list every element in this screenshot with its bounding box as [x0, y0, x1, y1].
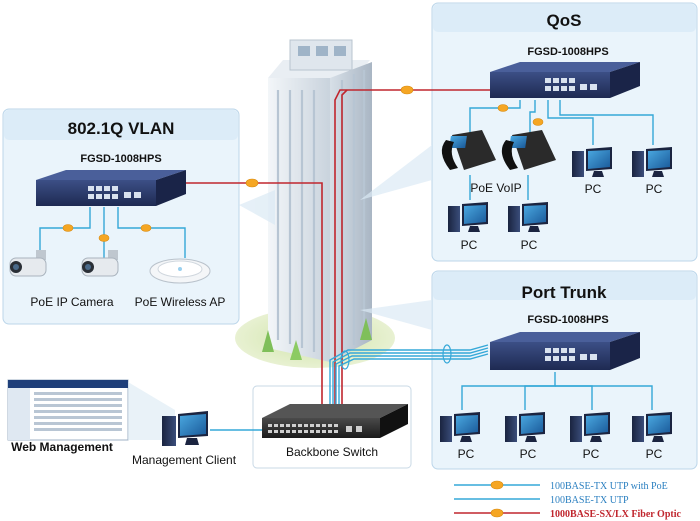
qos-pc-label: PC	[646, 182, 663, 196]
legend-utp-label: 100BASE-TX UTP	[550, 495, 629, 506]
poe-badge-icon	[98, 234, 110, 242]
legend-fiber-label: 1000BASE-SX/LX Fiber Optic	[550, 509, 681, 520]
trunk-bundle-markers	[340, 344, 452, 370]
building-tower	[235, 39, 395, 368]
fiber-badge-icon	[490, 508, 504, 518]
poe-badge-icon	[400, 85, 414, 95]
trunk-pc-label: PC	[520, 447, 537, 461]
qos-pc-label: PC	[521, 238, 538, 252]
pc-icon	[448, 202, 488, 232]
management-client-icon	[162, 411, 208, 446]
ip-camera-icon	[9, 250, 47, 277]
backbone-switch-label: Backbone Switch	[286, 445, 378, 459]
vlan-model-label: FGSD-1008HPS	[80, 153, 161, 165]
light-beams	[239, 145, 432, 330]
backbone-switch: Backbone Switch	[262, 404, 408, 459]
trunk-switch: FGSD-1008HPS	[490, 314, 640, 370]
poe-badges	[62, 85, 544, 242]
voip-phone-icon	[501, 130, 556, 170]
legend-item-poe: 100BASE-TX UTP with PoE	[454, 480, 668, 492]
wireless-ap-icon	[149, 258, 211, 284]
poe-badge-icon	[497, 104, 509, 112]
pc-icon	[570, 412, 610, 442]
voip-phone-icon	[441, 130, 496, 170]
poe-badge-icon	[490, 480, 504, 490]
vlan-camera-label: PoE IP Camera	[30, 295, 113, 309]
qos-voip-label: PoE VoIP	[470, 181, 521, 195]
qos-pc-label: PC	[461, 238, 478, 252]
pc-icon	[632, 147, 672, 177]
vlan-ap-label: PoE Wireless AP	[135, 295, 226, 309]
legend: 100BASE-TX UTP with PoE 100BASE-TX UTP 1…	[454, 480, 681, 520]
web-management-label: Web Management	[11, 440, 113, 454]
ip-camera-icon	[81, 250, 119, 277]
web-management-screenshot	[7, 379, 129, 441]
poe-badge-icon	[245, 178, 259, 188]
vlan-title: 802.1Q VLAN	[68, 119, 175, 138]
qos-pc-label: PC	[585, 182, 602, 196]
legend-item-fiber: 1000BASE-SX/LX Fiber Optic	[454, 508, 681, 520]
trunk-pc-label: PC	[583, 447, 600, 461]
poe-badge-icon	[532, 118, 544, 126]
fiber-links	[175, 89, 497, 405]
trunk-pc-label: PC	[646, 447, 663, 461]
management-client-label: Management Client	[132, 453, 237, 467]
vlan-panel: 802.1Q VLAN	[2, 108, 240, 325]
qos-model-label: FGSD-1008HPS	[527, 46, 608, 58]
pc-icon	[508, 202, 548, 232]
vlan-switch: FGSD-1008HPS	[36, 153, 186, 206]
legend-poe-label: 100BASE-TX UTP with PoE	[550, 481, 668, 492]
utp-links	[39, 100, 654, 431]
trunk-pc-label: PC	[458, 447, 475, 461]
pc-icon	[572, 147, 612, 177]
pc-icon	[632, 412, 672, 442]
pc-icon	[505, 412, 545, 442]
qos-title: QoS	[547, 11, 582, 30]
trunk-model-label: FGSD-1008HPS	[527, 314, 608, 326]
legend-item-utp: 100BASE-TX UTP	[454, 495, 629, 506]
poe-badge-icon	[62, 224, 74, 232]
qos-switch: FGSD-1008HPS	[490, 46, 640, 98]
trunk-title: Port Trunk	[521, 283, 607, 302]
poe-badge-icon	[140, 224, 152, 232]
pc-icon	[440, 412, 480, 442]
